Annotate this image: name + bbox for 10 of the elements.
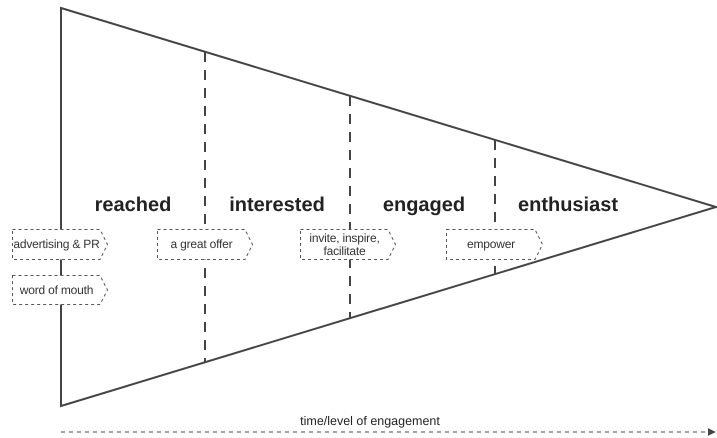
arrow-tag: advertising & PR: [12, 229, 108, 260]
arrow-tag: empower: [446, 229, 543, 260]
axis-label: time/level of engagement: [300, 414, 440, 428]
arrow-tag: invite, inspire, facilitate: [300, 229, 396, 260]
arrow-tag: a great offer: [157, 229, 253, 260]
stage-label: reached: [94, 194, 172, 217]
stage-label: enthusiast: [518, 194, 618, 217]
stage-label: interested: [229, 194, 325, 217]
arrow-tag: word of mouth: [12, 275, 108, 305]
stage-label: engaged: [382, 194, 466, 217]
